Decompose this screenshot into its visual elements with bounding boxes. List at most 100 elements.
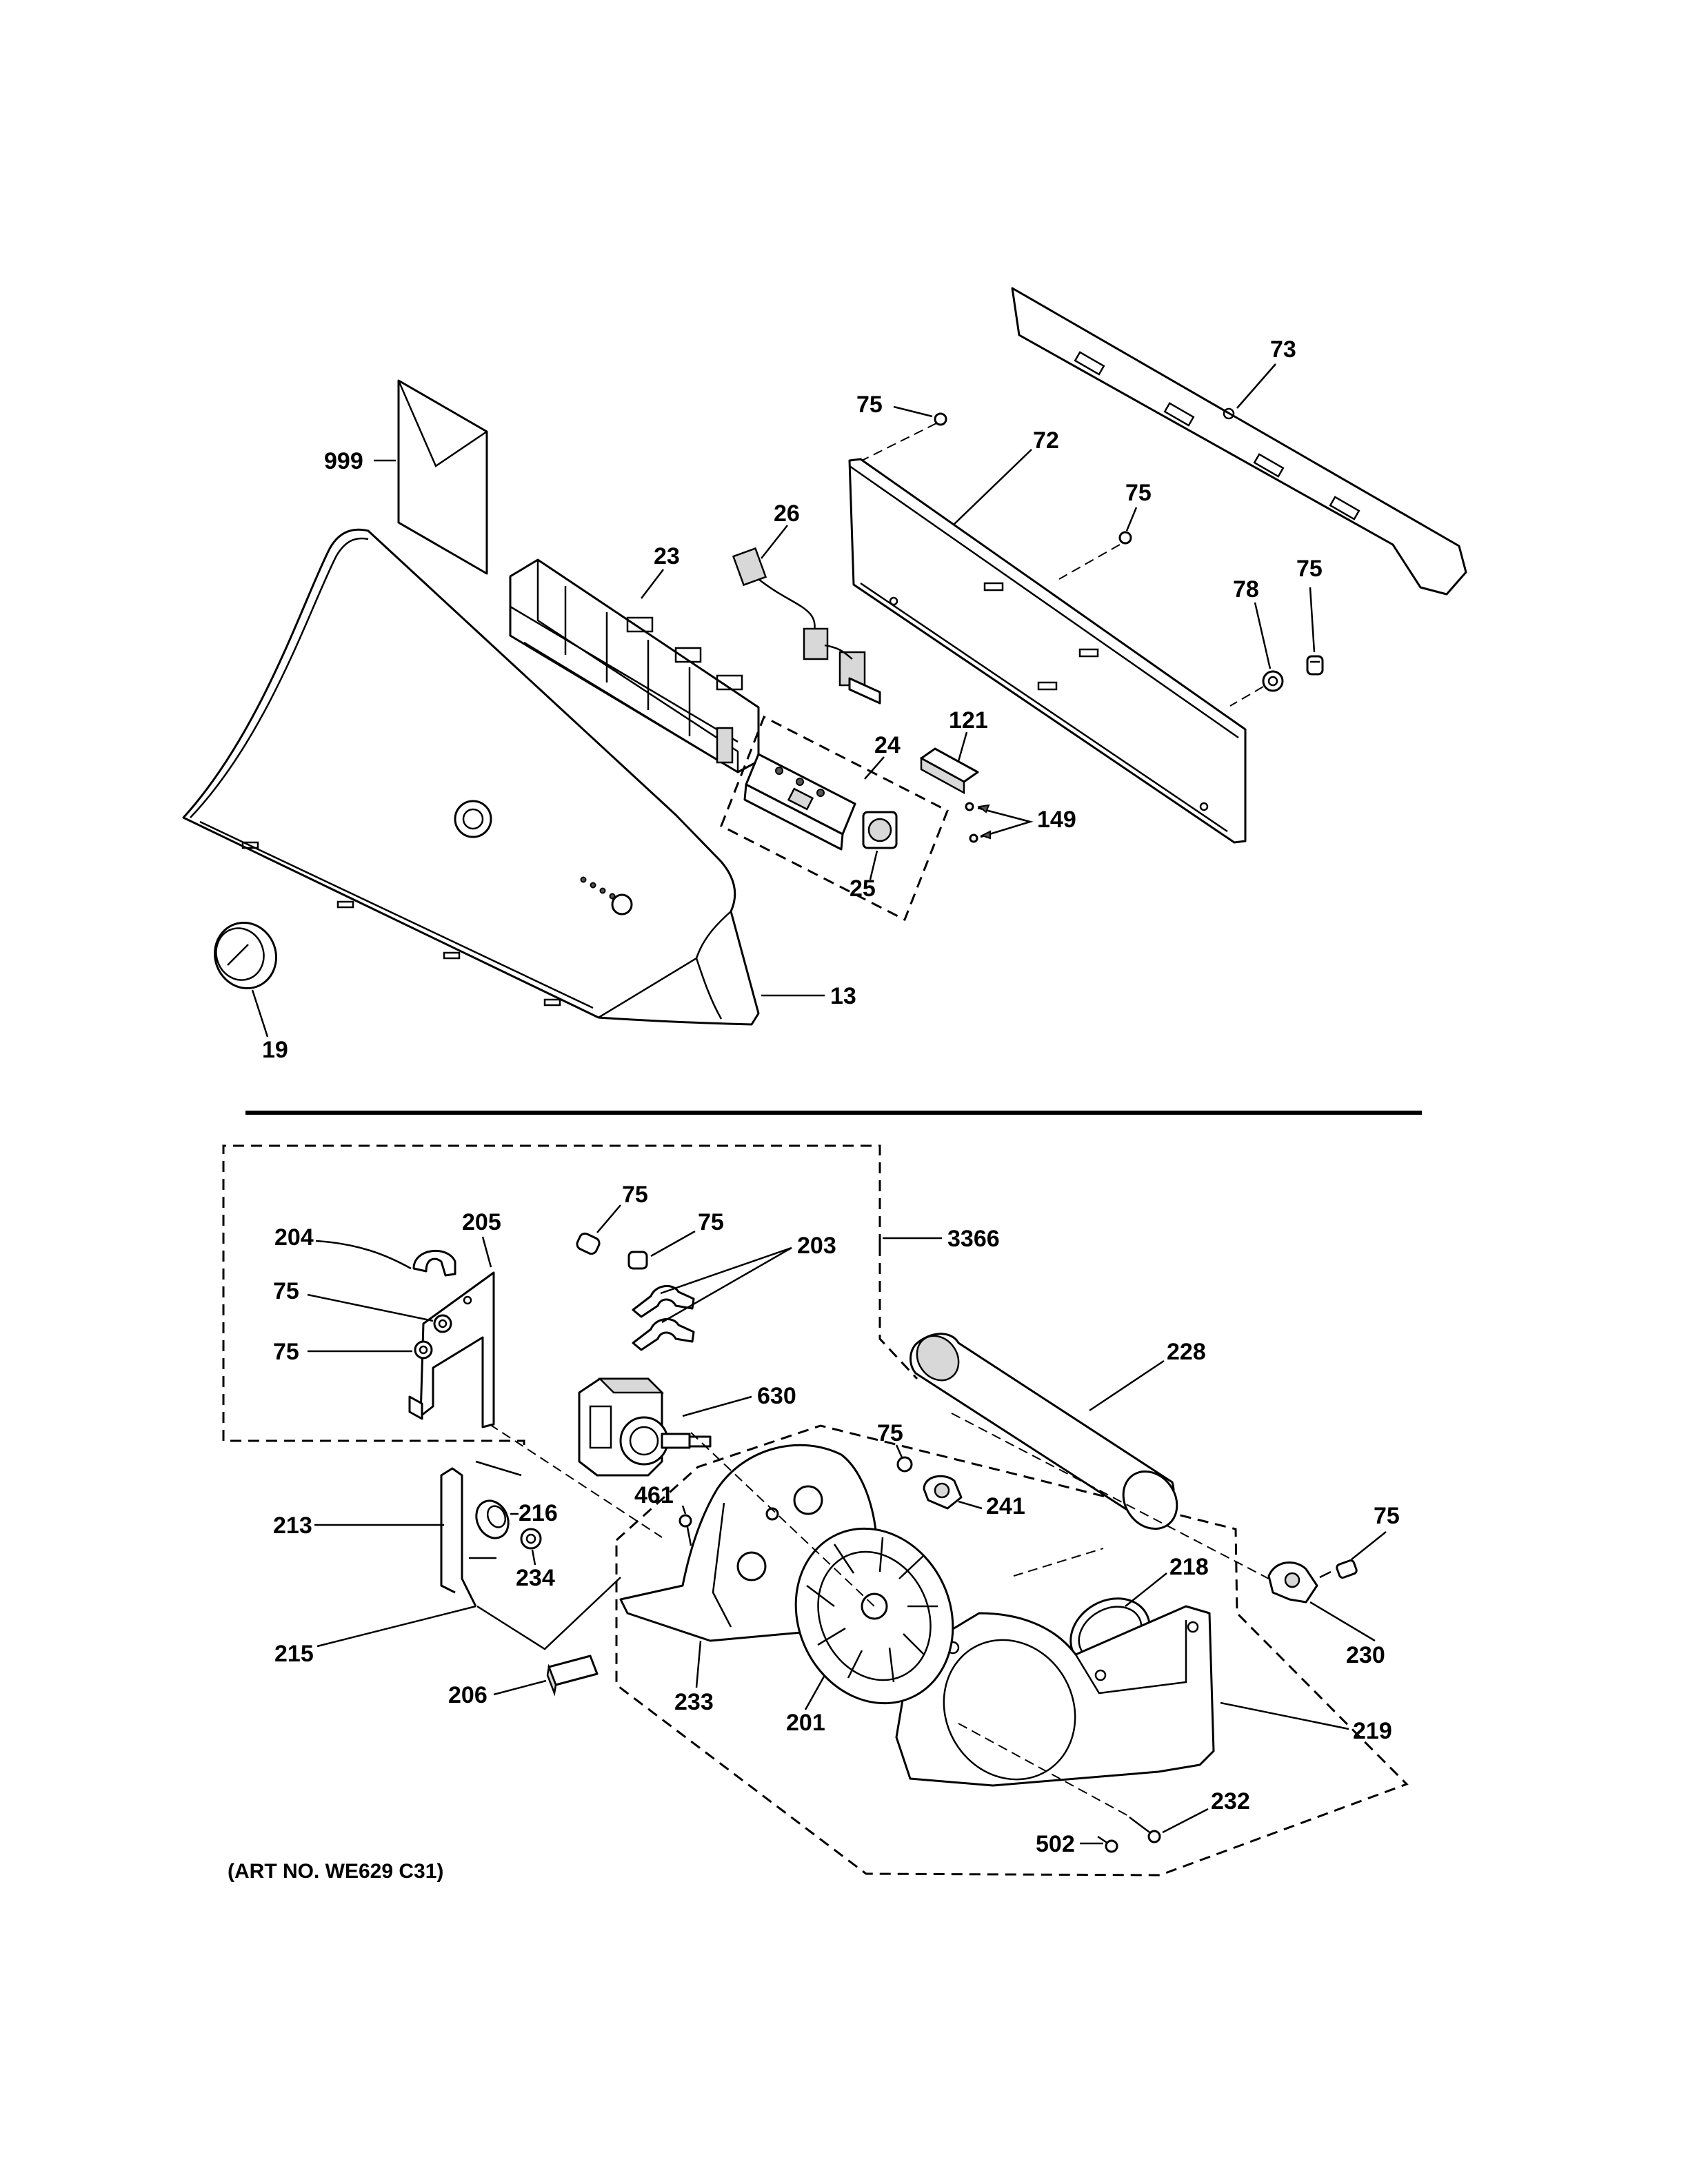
part-203-clamp-b[interactable] xyxy=(632,1318,695,1351)
callout-3366: 3366 xyxy=(947,1226,1000,1252)
leader-73 xyxy=(1236,363,1276,409)
part-999-envelope[interactable] xyxy=(397,379,488,575)
callout-75g: 75 xyxy=(698,1209,724,1235)
leader-215 xyxy=(316,1605,476,1648)
callout-73: 73 xyxy=(1270,336,1296,363)
callout-75c: 75 xyxy=(1296,556,1323,582)
callout-75i: 75 xyxy=(1374,1503,1400,1529)
callout-24: 24 xyxy=(874,732,901,758)
callout-630: 630 xyxy=(757,1383,796,1409)
part-149-screw-b[interactable] xyxy=(969,833,978,843)
callout-75h: 75 xyxy=(877,1420,903,1446)
part-203-clamp-a[interactable] xyxy=(632,1285,695,1318)
part-26-wire-harness[interactable] xyxy=(732,547,881,705)
callout-228: 228 xyxy=(1167,1339,1206,1365)
leader-233 xyxy=(695,1640,702,1688)
leader-19 xyxy=(251,989,269,1038)
leader-26 xyxy=(761,525,788,559)
callout-241: 241 xyxy=(986,1493,1025,1519)
part-461-screw[interactable] xyxy=(679,1514,692,1546)
part-215-idler-spring[interactable] xyxy=(476,1577,621,1650)
part-232-screw[interactable] xyxy=(1129,1817,1161,1843)
leader-75i xyxy=(1351,1531,1387,1560)
part-75-screw-a[interactable] xyxy=(934,412,947,426)
part-234-bushing[interactable] xyxy=(520,1528,542,1550)
leader-75b xyxy=(1125,507,1138,532)
part-204-clip[interactable] xyxy=(412,1249,456,1277)
leader-25 xyxy=(869,850,878,880)
part-75-screw-f[interactable] xyxy=(575,1232,601,1255)
callout-219: 219 xyxy=(1353,1718,1392,1744)
leader-206 xyxy=(493,1679,547,1696)
leader-219 xyxy=(1220,1701,1349,1730)
part-205-motor-bracket[interactable] xyxy=(408,1271,495,1428)
leader-461 xyxy=(681,1505,687,1515)
leader-121 xyxy=(957,731,968,762)
part-216-idler-pulley[interactable] xyxy=(470,1460,522,1544)
callout-502: 502 xyxy=(1036,1831,1075,1857)
part-630-drive-motor[interactable] xyxy=(578,1377,712,1477)
part-75-screw-d[interactable] xyxy=(433,1314,452,1333)
callout-121: 121 xyxy=(949,707,988,734)
leader-23 xyxy=(641,569,664,599)
callout-75b: 75 xyxy=(1125,480,1152,506)
callout-72: 72 xyxy=(1033,427,1059,454)
leader-75a xyxy=(893,405,933,418)
part-121-interface-board[interactable] xyxy=(920,747,979,795)
part-73-top-cover[interactable] xyxy=(1011,287,1467,596)
assembly-box-24-25 xyxy=(720,715,949,922)
callout-234: 234 xyxy=(516,1565,555,1591)
part-75-screw-c[interactable] xyxy=(1306,655,1324,676)
part-75-screw-e[interactable] xyxy=(414,1340,433,1359)
callout-215: 215 xyxy=(274,1641,314,1667)
part-241-thermostat[interactable] xyxy=(923,1475,963,1510)
part-13-control-panel[interactable] xyxy=(182,528,760,1026)
leader-630 xyxy=(682,1395,752,1417)
part-19-knob[interactable] xyxy=(205,914,285,997)
callout-218: 218 xyxy=(1169,1554,1209,1580)
part-75-screw-g[interactable] xyxy=(627,1251,648,1270)
callout-213: 213 xyxy=(273,1513,312,1539)
leader-75d xyxy=(307,1293,434,1322)
part-213-idler-arm[interactable] xyxy=(440,1467,496,1607)
part-230-thermal-fuse[interactable] xyxy=(1267,1561,1318,1604)
part-219-duct-housing[interactable] xyxy=(895,1605,1215,1803)
leader-232 xyxy=(1162,1808,1209,1834)
part-72-backsplash-panel[interactable] xyxy=(848,458,1247,844)
part-24-control-board[interactable] xyxy=(743,753,856,851)
part-25-rotary-switch[interactable] xyxy=(862,811,898,849)
callout-75f: 75 xyxy=(622,1182,648,1208)
leader-241 xyxy=(958,1500,983,1510)
callout-206: 206 xyxy=(448,1682,488,1708)
callout-216: 216 xyxy=(519,1500,558,1526)
callout-233: 233 xyxy=(674,1689,714,1715)
leader-234 xyxy=(531,1549,536,1566)
callout-203: 203 xyxy=(797,1233,836,1259)
part-75-screw-i[interactable] xyxy=(1319,1559,1358,1579)
callout-13: 13 xyxy=(830,983,856,1009)
callout-201: 201 xyxy=(786,1710,825,1736)
part-75-screw-h[interactable] xyxy=(896,1456,913,1473)
part-78-star-washer[interactable] xyxy=(1262,670,1284,692)
assembly-box-3366 xyxy=(222,1144,881,1448)
assembly-box-219 xyxy=(615,1424,1409,1877)
part-149-screw-a[interactable] xyxy=(965,802,974,811)
leader-203 xyxy=(660,1246,792,1324)
callout-75a: 75 xyxy=(856,392,883,418)
callout-230: 230 xyxy=(1346,1642,1385,1668)
callout-26: 26 xyxy=(774,501,800,527)
callout-149: 149 xyxy=(1037,807,1076,833)
callout-19: 19 xyxy=(262,1037,288,1063)
part-228-exhaust-duct[interactable] xyxy=(909,1328,1188,1539)
callout-23: 23 xyxy=(654,543,680,569)
callout-999: 999 xyxy=(324,448,363,474)
leader-78 xyxy=(1254,602,1272,669)
leader-75c xyxy=(1309,587,1316,653)
part-206-clip[interactable] xyxy=(546,1655,599,1697)
callout-78: 78 xyxy=(1233,576,1259,603)
callout-75e: 75 xyxy=(273,1339,299,1365)
leader-230 xyxy=(1309,1601,1376,1642)
part-75-screw-b[interactable] xyxy=(1118,531,1132,545)
part-502-screw[interactable] xyxy=(1097,1835,1118,1853)
